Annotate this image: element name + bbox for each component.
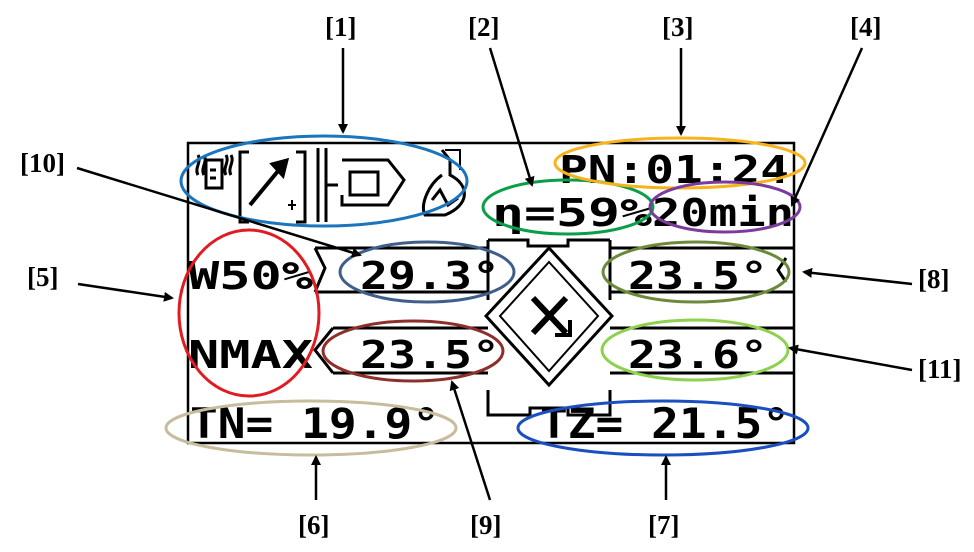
- temp-upper-right-text: 23.5°: [628, 254, 768, 298]
- callout-label-8: [8]: [918, 264, 950, 294]
- duration-text: 20min: [652, 191, 794, 235]
- temp-upper-left-text: 29.3°: [360, 254, 500, 298]
- callout-label-4: [4]: [850, 12, 882, 42]
- highlight-4: [648, 180, 802, 234]
- arrow-9: [449, 380, 492, 501]
- pump-icon: [316, 148, 406, 222]
- temp-lower-left-text: 23.5°: [360, 333, 500, 377]
- pump-mode-text: NMAX: [188, 333, 313, 377]
- arrow-2: [488, 47, 535, 187]
- arrow-10: [76, 166, 362, 258]
- callout-label-2: [2]: [468, 12, 500, 42]
- callout-label-1: [1]: [325, 12, 357, 42]
- highlight-10: [338, 240, 516, 304]
- highlight-1: [179, 134, 469, 228]
- highlight-5: [177, 228, 321, 398]
- callout-label-3: [3]: [662, 12, 694, 42]
- highlight-11: [600, 318, 790, 382]
- icon-group: [195, 148, 466, 224]
- highlight-2: [481, 178, 655, 236]
- flame-sensor-icon: [238, 150, 307, 224]
- callout-label-11: [11]: [918, 354, 962, 384]
- arrow-5: [77, 282, 174, 302]
- arrow-11: [788, 344, 913, 372]
- callout-label-10: [10]: [20, 148, 65, 178]
- upper-left-channel: [313, 246, 488, 294]
- highlight-9: [321, 319, 505, 383]
- callout-label-7: [7]: [648, 510, 680, 540]
- fan-mode-text: W50%: [188, 254, 313, 298]
- callout-label-5: [5]: [27, 262, 59, 292]
- callout-arrows: [76, 47, 913, 501]
- highlight-8: [601, 240, 791, 304]
- temp-lower-right-text: 23.6°: [628, 333, 768, 377]
- arrow-8: [802, 267, 913, 286]
- heat-exchanger-icon: [483, 238, 615, 417]
- callout-label-9: [9]: [470, 510, 502, 540]
- arrow-4: [790, 47, 864, 207]
- callout-label-6: [6]: [298, 510, 330, 540]
